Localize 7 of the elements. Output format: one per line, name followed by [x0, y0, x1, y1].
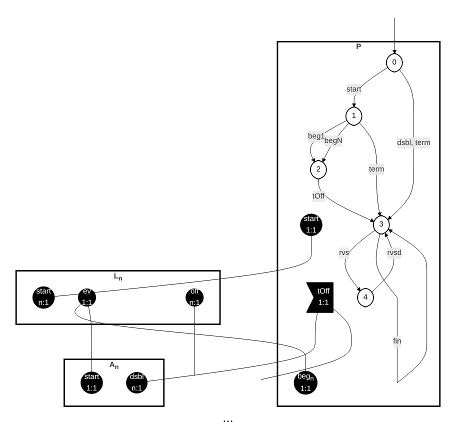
connector [88, 306, 92, 372]
connector [260, 308, 352, 380]
connector [194, 306, 195, 376]
connector [74, 304, 306, 372]
note-text: ... [222, 410, 234, 425]
connector [54, 236, 312, 297]
connector [146, 312, 318, 382]
